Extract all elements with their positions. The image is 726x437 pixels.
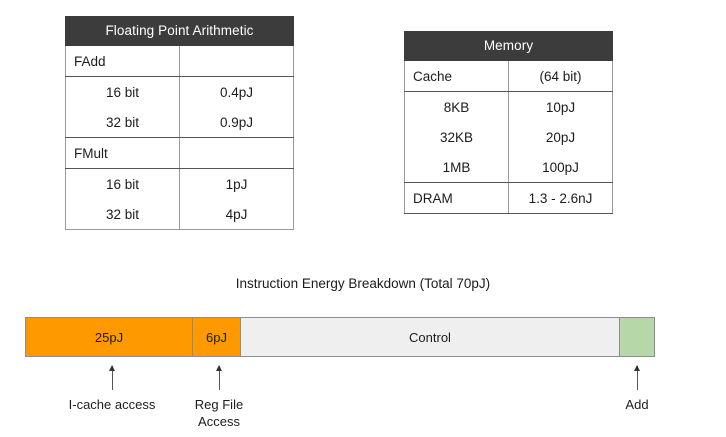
- table-floating-point-arithmetic: Floating Point Arithmetic FAdd 16 bit 0.…: [65, 16, 294, 230]
- annotation-label-add: Add: [597, 396, 677, 413]
- table-row: FMult: [65, 137, 294, 169]
- annotation-arrow-i-cache-access: [109, 365, 115, 390]
- bar-segment-add: [620, 318, 654, 356]
- cell-operand: 16 bit: [65, 76, 180, 107]
- cell-energy: 0.4pJ: [179, 76, 294, 107]
- table-row: FAdd: [65, 45, 294, 77]
- annotation-text-line-1: Reg File: [194, 397, 244, 412]
- cell-operand: 16 bit: [65, 168, 180, 199]
- group-value: [179, 45, 294, 77]
- table-title: Floating Point Arithmetic: [65, 16, 294, 46]
- group-label: DRAM: [404, 182, 509, 214]
- cell-energy: 0.9pJ: [179, 107, 294, 138]
- cell-energy: 4pJ: [179, 199, 294, 230]
- group-label: Cache: [404, 60, 509, 92]
- table-row: Cache (64 bit): [404, 60, 613, 92]
- group-value: [179, 137, 294, 169]
- annotation-text-line-2: Access: [198, 414, 240, 429]
- table-row: 16 bit 0.4pJ: [65, 76, 294, 107]
- chart-title: Instruction Energy Breakdown (Total 70pJ…: [235, 276, 491, 291]
- bar-segment-label: 25pJ: [94, 329, 124, 345]
- bar-segment-control: Control: [241, 318, 620, 356]
- table-row: DRAM 1.3 - 2.6nJ: [404, 182, 613, 214]
- cell-energy: 1pJ: [179, 168, 294, 199]
- cell-operand: 32 bit: [65, 199, 180, 230]
- cell-energy: 10pJ: [508, 91, 613, 122]
- group-label: FAdd: [65, 45, 180, 77]
- cell-energy: 100pJ: [508, 152, 613, 183]
- cell-operand: 32 bit: [65, 107, 180, 138]
- annotation-label-reg-file-access: Reg File Access: [179, 396, 259, 430]
- table-title: Memory: [404, 31, 613, 61]
- annotation-arrow-reg-file-access: [216, 365, 222, 390]
- table-memory: Memory Cache (64 bit) 8KB 10pJ 32KB 20pJ…: [404, 31, 613, 214]
- table-row: 32 bit 0.9pJ: [65, 107, 294, 138]
- bar-segment-reg-file-access: 6pJ: [193, 318, 241, 356]
- table-row: 1MB 100pJ: [404, 152, 613, 183]
- annotation-text: I-cache access: [68, 397, 156, 412]
- bar-segment-i-cache-access: 25pJ: [26, 318, 193, 356]
- table-row: 8KB 10pJ: [404, 91, 613, 122]
- annotation-text: Add: [625, 397, 649, 412]
- instruction-energy-bar: 25pJ 6pJ Control: [25, 317, 655, 357]
- cell-energy: 20pJ: [508, 122, 613, 152]
- bar-segment-label: 6pJ: [206, 329, 227, 345]
- annotation-arrow-add: [634, 365, 640, 390]
- table-header-row: Memory: [404, 31, 613, 61]
- annotation-label-i-cache-access: I-cache access: [32, 396, 192, 413]
- table-row: 32KB 20pJ: [404, 122, 613, 152]
- table-row: 32 bit 4pJ: [65, 199, 294, 230]
- cell-operand: 1MB: [404, 152, 509, 183]
- table-header-row: Floating Point Arithmetic: [65, 16, 294, 46]
- group-label: FMult: [65, 137, 180, 169]
- group-value: 1.3 - 2.6nJ: [508, 182, 613, 214]
- cell-operand: 32KB: [404, 122, 509, 152]
- group-value: (64 bit): [508, 60, 613, 92]
- cell-operand: 8KB: [404, 91, 509, 122]
- table-row: 16 bit 1pJ: [65, 168, 294, 199]
- bar-segment-label: Control: [409, 329, 451, 345]
